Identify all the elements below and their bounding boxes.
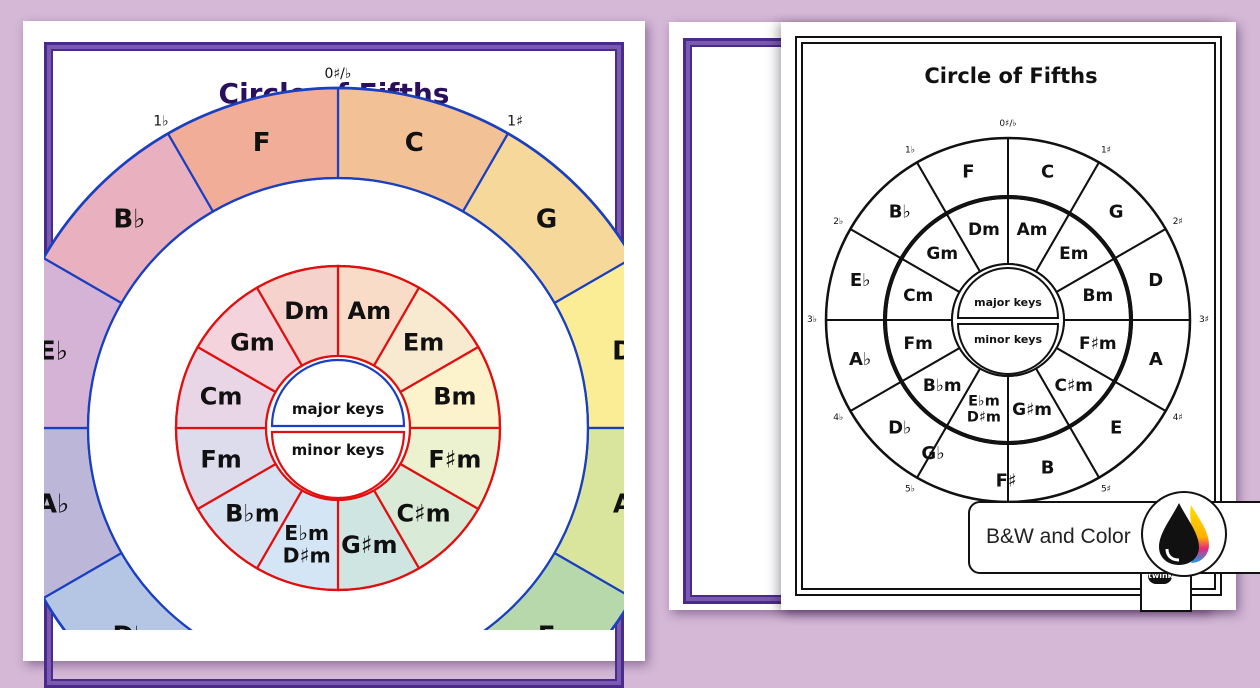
minor-key-label: Am: [1017, 220, 1048, 240]
key-signature-label: 3♭: [807, 315, 817, 325]
minor-key-label: C♯m: [1055, 376, 1093, 396]
major-key-label: A: [1149, 349, 1163, 370]
major-key-label: D♭: [888, 418, 911, 439]
minor-key-label: Gm: [230, 328, 275, 356]
major-key-label: D: [1148, 270, 1163, 291]
key-signature-label: 0♯/♭: [999, 119, 1016, 129]
major-key-label: E♭: [850, 270, 871, 291]
minor-key-label: E♭m: [284, 521, 329, 545]
key-signature-label: 1♭: [153, 113, 169, 129]
key-signature-label: 4♯: [1173, 413, 1183, 423]
major-key-label: C: [1041, 162, 1054, 183]
ink-drops-icon: [1141, 491, 1227, 577]
minor-key-label: D♯m: [283, 544, 331, 568]
major-key-label: A♭: [849, 349, 871, 370]
minor-key-label: D♯m: [967, 409, 1001, 425]
key-signature-label: 2♭: [833, 217, 843, 227]
major-key-label: F: [253, 128, 271, 158]
minor-key-label: F♯m: [1079, 334, 1117, 354]
minor-key-label: Bm: [433, 383, 476, 411]
major-key-label: F: [962, 162, 974, 183]
major-key-label: G: [1109, 201, 1124, 222]
major-key-label: G: [536, 204, 557, 234]
key-signature-label: 4♭: [833, 413, 843, 423]
minor-key-label: G♯m: [1012, 400, 1052, 420]
minor-key-label: Dm: [284, 297, 329, 325]
bw-outer-border: [795, 36, 1222, 596]
minor-key-label: Em: [403, 328, 444, 356]
major-keys-label: major keys: [292, 400, 384, 418]
minor-key-label: Fm: [200, 445, 241, 473]
key-signature-label: 2♯: [1173, 217, 1183, 227]
key-signature-label: 1♯: [1101, 145, 1111, 155]
major-key-label: E♭: [38, 337, 68, 367]
minor-key-label: E♭m: [968, 393, 1000, 409]
major-key-label: D: [612, 337, 634, 367]
key-signature-label: 3♯: [1199, 315, 1209, 325]
minor-key-label: Fm: [904, 334, 933, 354]
major-keys-label: major keys: [974, 296, 1042, 309]
major-key-label: D♭: [112, 622, 146, 652]
minor-key-label: Em: [1059, 244, 1088, 264]
key-signature-label: 1♭: [905, 145, 915, 155]
key-signature-label: 5♭: [905, 485, 915, 495]
major-key-label: A: [613, 489, 633, 519]
key-signature-label: 5♯: [1101, 485, 1111, 495]
minor-key-label: Cm: [200, 383, 243, 411]
bw-inner-border: [801, 42, 1216, 590]
circle-of-fifths-bw: major keys minor keys C Am 0♯/♭ G Em 1♯ D Bm 2♯ A F♯…: [807, 119, 1209, 521]
minor-key-label: B♭m: [225, 500, 280, 528]
major-key-label: C: [405, 128, 424, 158]
major-key-label: E: [538, 622, 556, 652]
minor-key-label: Am: [348, 297, 392, 325]
major-key-label: G♭: [921, 443, 944, 464]
minor-key-label: Gm: [926, 244, 958, 264]
minor-keys-label: minor keys: [974, 333, 1043, 346]
minor-key-label: Dm: [968, 220, 1000, 240]
minor-key-label: G♯m: [341, 531, 397, 559]
major-key-label: F♯: [996, 470, 1017, 491]
badge-label: B&W and Color: [986, 525, 1131, 548]
major-key-label: B♭: [113, 204, 145, 234]
bw-page-title: Circle of Fifths: [924, 64, 1098, 88]
minor-key-label: F♯m: [428, 445, 481, 473]
minor-key-label: C♯m: [396, 500, 450, 528]
key-signature-label: 0♯/♭: [324, 66, 351, 82]
minor-keys-label: minor keys: [292, 441, 385, 459]
major-key-label: B: [1041, 457, 1055, 478]
minor-key-label: B♭m: [923, 376, 962, 396]
minor-key-label: Cm: [903, 286, 933, 306]
major-key-label: B♭: [889, 201, 911, 222]
key-signature-label: 1♯: [507, 113, 523, 129]
minor-key-label: Bm: [1082, 286, 1113, 306]
major-key-label: E: [1110, 418, 1122, 439]
major-key-label: A♭: [37, 489, 69, 519]
